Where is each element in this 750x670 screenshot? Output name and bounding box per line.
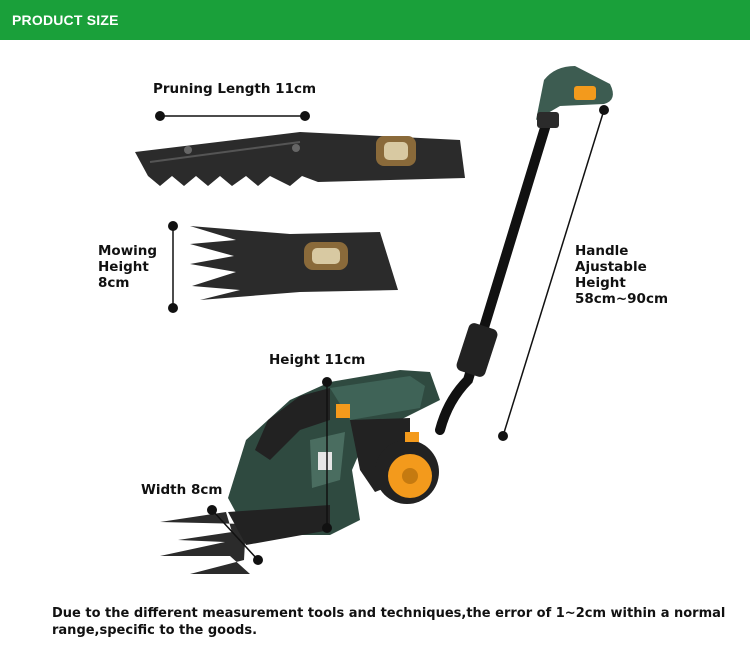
handle-dot-bottom	[498, 431, 508, 441]
product-illustration	[135, 66, 613, 574]
mowing-label-line-3: 8cm	[98, 275, 130, 291]
handle-label-line-1: Handle	[575, 243, 629, 259]
pruning-dot-right	[300, 111, 310, 121]
height-dot-top	[322, 377, 332, 387]
mowing-label-line-1: Mowing	[98, 243, 158, 259]
handle-image	[435, 66, 613, 435]
shear-blade-image	[190, 226, 398, 300]
handle-label-line-3: Height	[575, 275, 626, 291]
body-height-label: Height 11cm	[269, 352, 366, 368]
pruning-blade-image	[135, 132, 465, 186]
handle-label-line-4: 58cm~90cm	[575, 291, 669, 307]
mowing-label-line-2: Height	[98, 259, 149, 275]
blade-width-label: Width 8cm	[141, 482, 223, 498]
front-blade-image	[160, 505, 330, 574]
width-dot-bottom	[253, 555, 263, 565]
width-measure-line	[211, 509, 259, 561]
mowing-height-label: Mowing Height 8cm	[98, 243, 157, 291]
handle-height-label: Handle Ajustable Height 58cm~90cm	[575, 243, 668, 307]
pruning-dot-left	[155, 111, 165, 121]
handle-measure-line	[502, 109, 605, 437]
mowing-dot-top	[168, 221, 178, 231]
height-dot-bottom	[322, 523, 332, 533]
width-dot-top	[207, 505, 217, 515]
header-bar: PRODUCT SIZE	[0, 0, 750, 40]
mowing-dot-bottom	[168, 303, 178, 313]
pruning-length-label: Pruning Length 11cm	[153, 81, 317, 97]
handle-dot-top	[599, 105, 609, 115]
handle-label-line-2: Ajustable	[575, 259, 647, 275]
trimmer-body-image	[228, 370, 440, 535]
header-title: PRODUCT SIZE	[12, 12, 119, 28]
measurement-disclaimer: Due to the different measurement tools a…	[52, 606, 726, 638]
